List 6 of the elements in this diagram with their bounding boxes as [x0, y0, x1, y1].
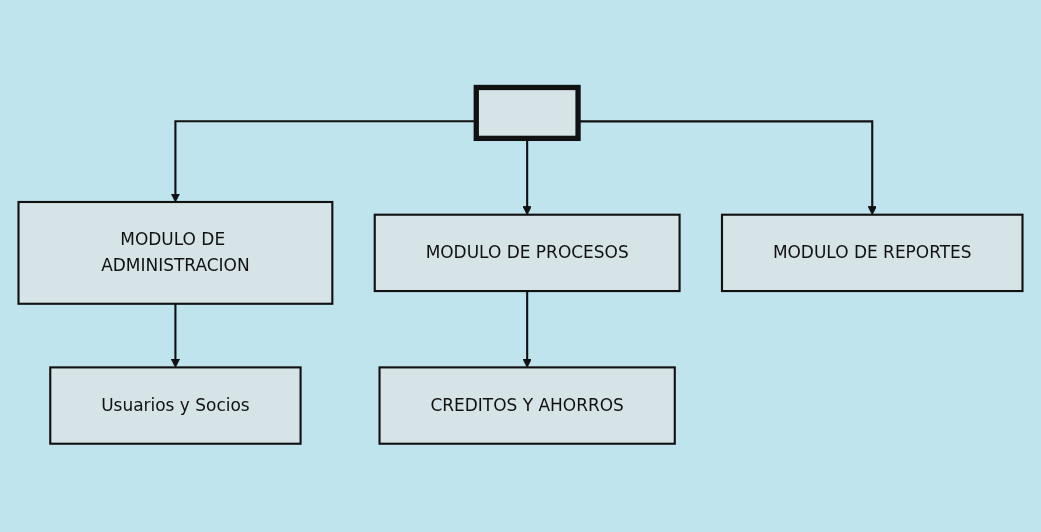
node-box: Usuarios y Socios: [49, 366, 302, 446]
node-box: MODULO DE ADMINISTRACION: [17, 201, 334, 306]
node-box: MODULO DE REPORTES: [720, 214, 1024, 293]
node-box: MODULO DE PROCESOS: [373, 214, 681, 293]
node-box: CREDITOS Y AHORROS: [378, 366, 676, 446]
node-box: [473, 85, 581, 142]
